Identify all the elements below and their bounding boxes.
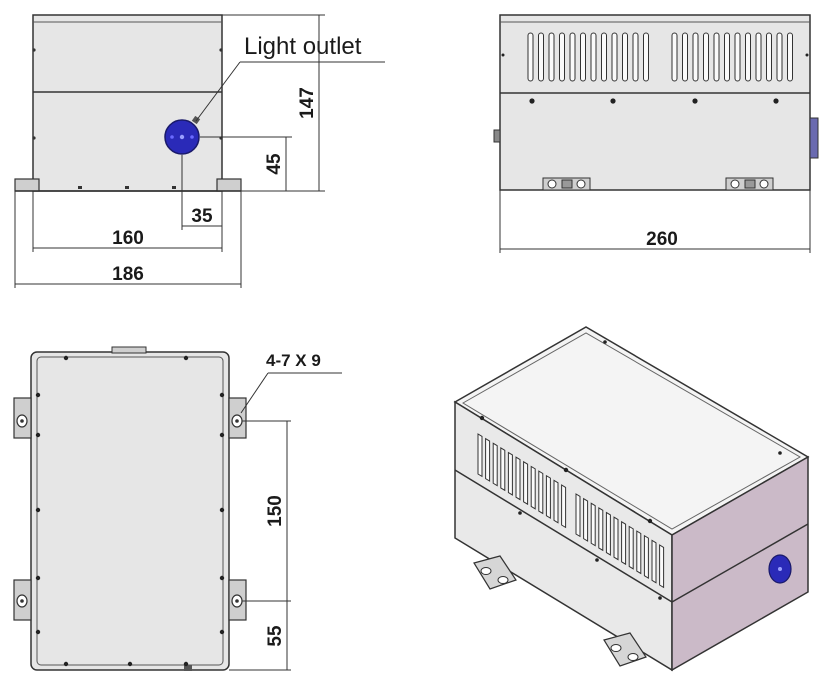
vent-slot: [622, 32, 628, 82]
iso-vent-slot: [500, 447, 506, 492]
iso-vent-slot: [628, 525, 634, 570]
iso-vent-slot: [492, 442, 498, 487]
vent-slot: [755, 32, 762, 82]
iso-vent-slot: [583, 497, 589, 542]
iso-vent-slot: [553, 479, 559, 524]
iso-vent-slot: [643, 534, 649, 580]
vent-slot: [724, 32, 730, 82]
iso-vents-lower: [575, 493, 665, 589]
vent-slot: [580, 32, 586, 82]
iso-vent-slot: [507, 451, 513, 496]
front-body: [32, 14, 223, 192]
iso-vent-slot: [613, 516, 619, 561]
front-view: Light outlet 147 45 35 160 186: [14, 14, 385, 288]
vent-slot: [569, 32, 576, 82]
vent-slot: [703, 32, 709, 82]
iso-vent-slot: [561, 484, 567, 529]
dim-height-label: 147: [297, 87, 318, 119]
iso-vent-slot: [636, 530, 642, 575]
vent-slot: [559, 32, 565, 82]
dim-outlet-height-label: 45: [264, 153, 285, 175]
iso-vent-slot: [659, 544, 665, 589]
side-view: 260: [493, 14, 819, 253]
vent-slot: [682, 32, 688, 82]
dim-outlet-offset-label: 35: [191, 206, 213, 227]
iso-vent-slot: [530, 465, 536, 510]
vent-slot: [745, 32, 751, 82]
iso-vent-slot: [515, 456, 521, 501]
top-body: [30, 351, 230, 671]
top-view: 4-7 X 9 150 55: [13, 346, 342, 671]
iso-vent-slot: [477, 433, 483, 478]
vent-slot: [527, 32, 534, 82]
iso-vents-upper: [477, 433, 567, 529]
vent-slot: [787, 32, 793, 82]
vent-slot: [776, 32, 783, 82]
side-vents-right: [671, 32, 793, 82]
front-right-flange: [216, 178, 242, 192]
dim-length-label: 260: [646, 229, 678, 250]
dim-mount-offset-label: 55: [265, 625, 286, 647]
vent-slot: [601, 32, 607, 82]
hole-callout-label: 4-7 X 9: [266, 351, 321, 370]
iso-vent-slot: [523, 460, 529, 506]
vent-slot: [713, 32, 720, 82]
light-outlet-label: Light outlet: [244, 33, 362, 60]
iso-vent-slot: [538, 470, 544, 515]
side-vents-left: [527, 32, 649, 82]
vent-slot: [548, 32, 555, 82]
vent-slot: [590, 32, 597, 82]
iso-vent-slot: [590, 502, 596, 547]
iso-vent-slot: [605, 511, 611, 556]
vent-slot: [692, 32, 699, 82]
iso-vent-slot: [621, 520, 627, 566]
vent-slot: [671, 32, 678, 82]
vent-slot: [632, 32, 639, 82]
dim-mount-spacing-label: 150: [265, 495, 286, 527]
dim-inner-width-label: 160: [112, 228, 144, 249]
side-body: [499, 14, 811, 191]
vent-slot: [766, 32, 772, 82]
front-left-flange: [14, 178, 40, 192]
iso-vent-slot: [598, 507, 604, 552]
iso-front-seam: [454, 469, 673, 603]
vent-slot: [643, 32, 649, 82]
dim-outer-width-label: 186: [112, 264, 144, 285]
iso-vent-slot: [545, 474, 551, 520]
iso-vent-slot: [485, 437, 491, 482]
vent-slot: [538, 32, 544, 82]
isometric-view: [453, 326, 810, 672]
iso-vent-slot: [651, 539, 657, 584]
vent-slot: [734, 32, 741, 82]
vent-slot: [611, 32, 618, 82]
iso-vent-slot: [575, 493, 581, 538]
